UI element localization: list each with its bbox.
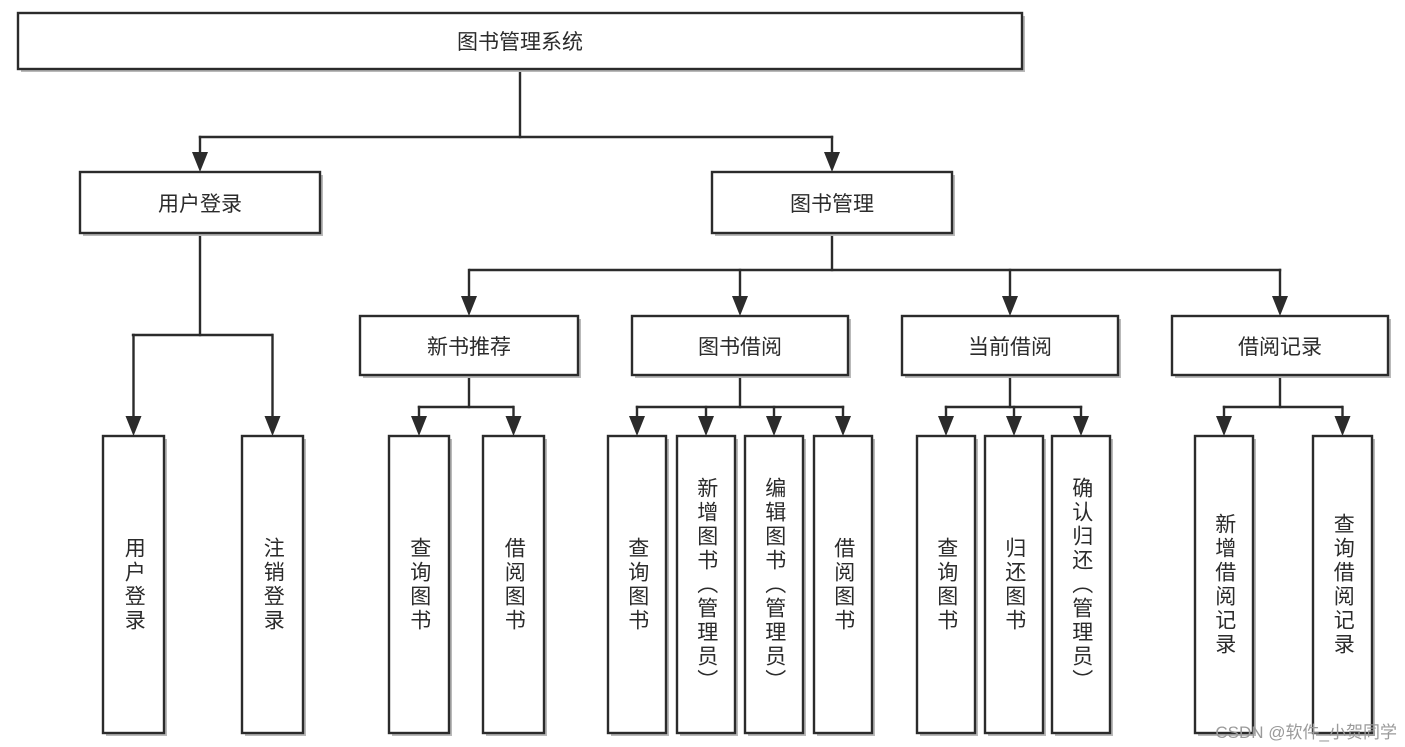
arrow-head-leaf_cb_query	[938, 416, 954, 436]
node-box-l2_book_manage[interactable]	[710, 170, 954, 235]
node-box-leaf_bb_borrow[interactable]	[812, 434, 874, 735]
node-box-l3_record[interactable]	[1170, 314, 1390, 377]
node-box-l2_user_login[interactable]	[78, 170, 322, 235]
arrow-head-leaf_user_login	[125, 416, 142, 436]
node-box-l3_current[interactable]	[900, 314, 1120, 377]
arrow-head-leaf_bb_query	[629, 416, 645, 436]
node-box-leaf_cb_query[interactable]	[915, 434, 977, 735]
arrow-head-leaf_user_logout	[264, 416, 281, 436]
node-box-root[interactable]	[16, 11, 1024, 71]
node-box-l3_new_book[interactable]	[358, 314, 580, 377]
node-box-leaf_bb_edit[interactable]	[743, 434, 805, 735]
node-box-leaf_nb_borrow[interactable]	[481, 434, 546, 735]
arrow-head-l3_new_book	[461, 296, 477, 316]
arrow-head-leaf_bb_edit	[766, 416, 782, 436]
watermark-text: CSDN @软件_小贺同学	[1215, 723, 1397, 742]
arrow-head-l3_borrow	[732, 296, 748, 316]
node-box-leaf_cb_confirm[interactable]	[1050, 434, 1112, 735]
node-box-leaf_user_logout[interactable]	[240, 434, 305, 735]
arrow-head-leaf_bb_add	[698, 416, 714, 436]
arrow-head-leaf_rec_query	[1334, 416, 1351, 436]
node-box-leaf_rec_add[interactable]	[1193, 434, 1255, 735]
node-box-leaf_user_login[interactable]	[101, 434, 166, 735]
arrow-head-l3_record	[1272, 296, 1288, 316]
arrow-head-leaf_cb_return	[1006, 416, 1022, 436]
boxes-layer	[16, 11, 1391, 736]
arrow-head-l2_user_login	[192, 152, 208, 172]
arrow-head-leaf_nb_query	[411, 416, 427, 436]
arrow-head-l2_book_manage	[824, 152, 840, 172]
arrow-head-l3_current	[1002, 296, 1018, 316]
arrow-head-leaf_bb_borrow	[835, 416, 851, 436]
arrow-head-leaf_cb_confirm	[1073, 416, 1089, 436]
node-box-leaf_rec_query[interactable]	[1311, 434, 1374, 735]
arrow-head-leaf_rec_add	[1216, 416, 1232, 436]
node-box-leaf_bb_query[interactable]	[606, 434, 668, 735]
node-box-l3_borrow[interactable]	[630, 314, 850, 377]
arrow-head-leaf_nb_borrow	[505, 416, 522, 436]
node-box-leaf_nb_query[interactable]	[387, 434, 451, 735]
node-box-leaf_cb_return[interactable]	[983, 434, 1045, 735]
edges-layer	[125, 67, 1351, 436]
node-box-leaf_bb_add[interactable]	[675, 434, 737, 735]
